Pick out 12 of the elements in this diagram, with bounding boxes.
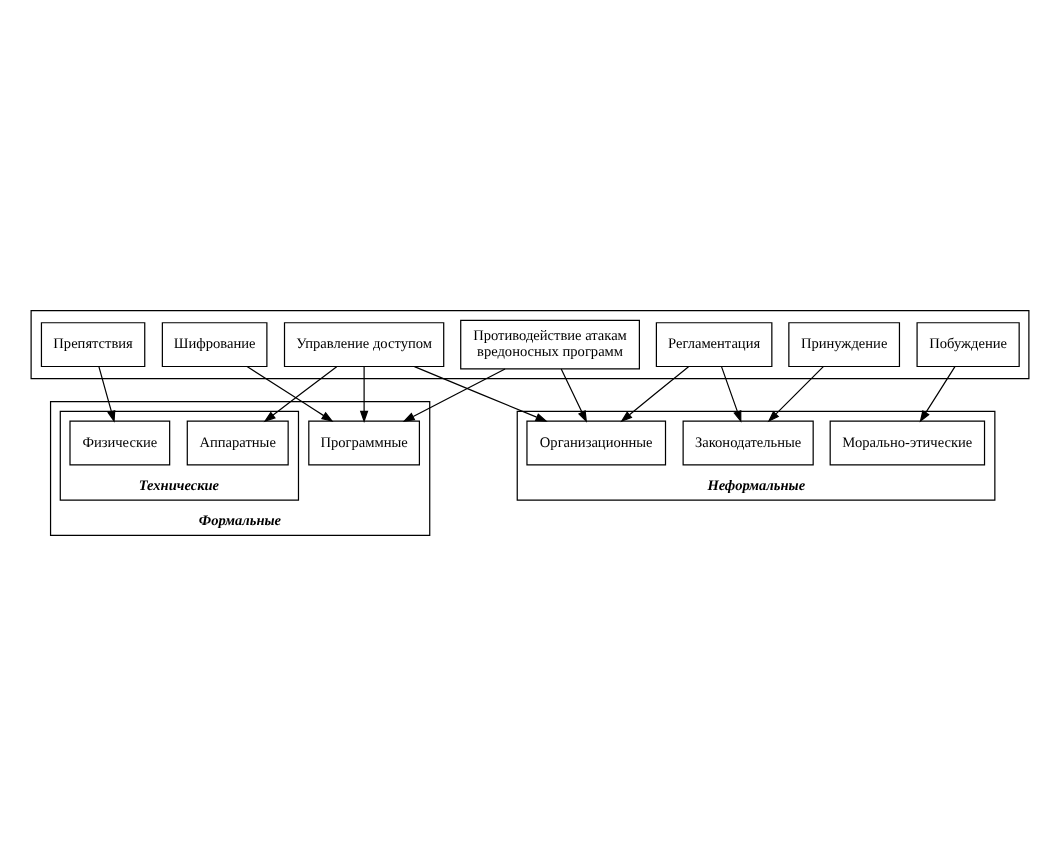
- arrow: [402, 368, 506, 422]
- arrow: [98, 366, 116, 423]
- arrow: [413, 366, 548, 422]
- arrow: [767, 366, 824, 423]
- arrow: [720, 366, 742, 423]
- arrow: [620, 366, 690, 423]
- cluster: [30, 309, 1030, 380]
- arrow: [919, 366, 956, 423]
- arrow: [560, 368, 588, 423]
- arrow: [246, 365, 334, 422]
- arrow: [263, 366, 338, 423]
- arrow: [359, 366, 369, 423]
